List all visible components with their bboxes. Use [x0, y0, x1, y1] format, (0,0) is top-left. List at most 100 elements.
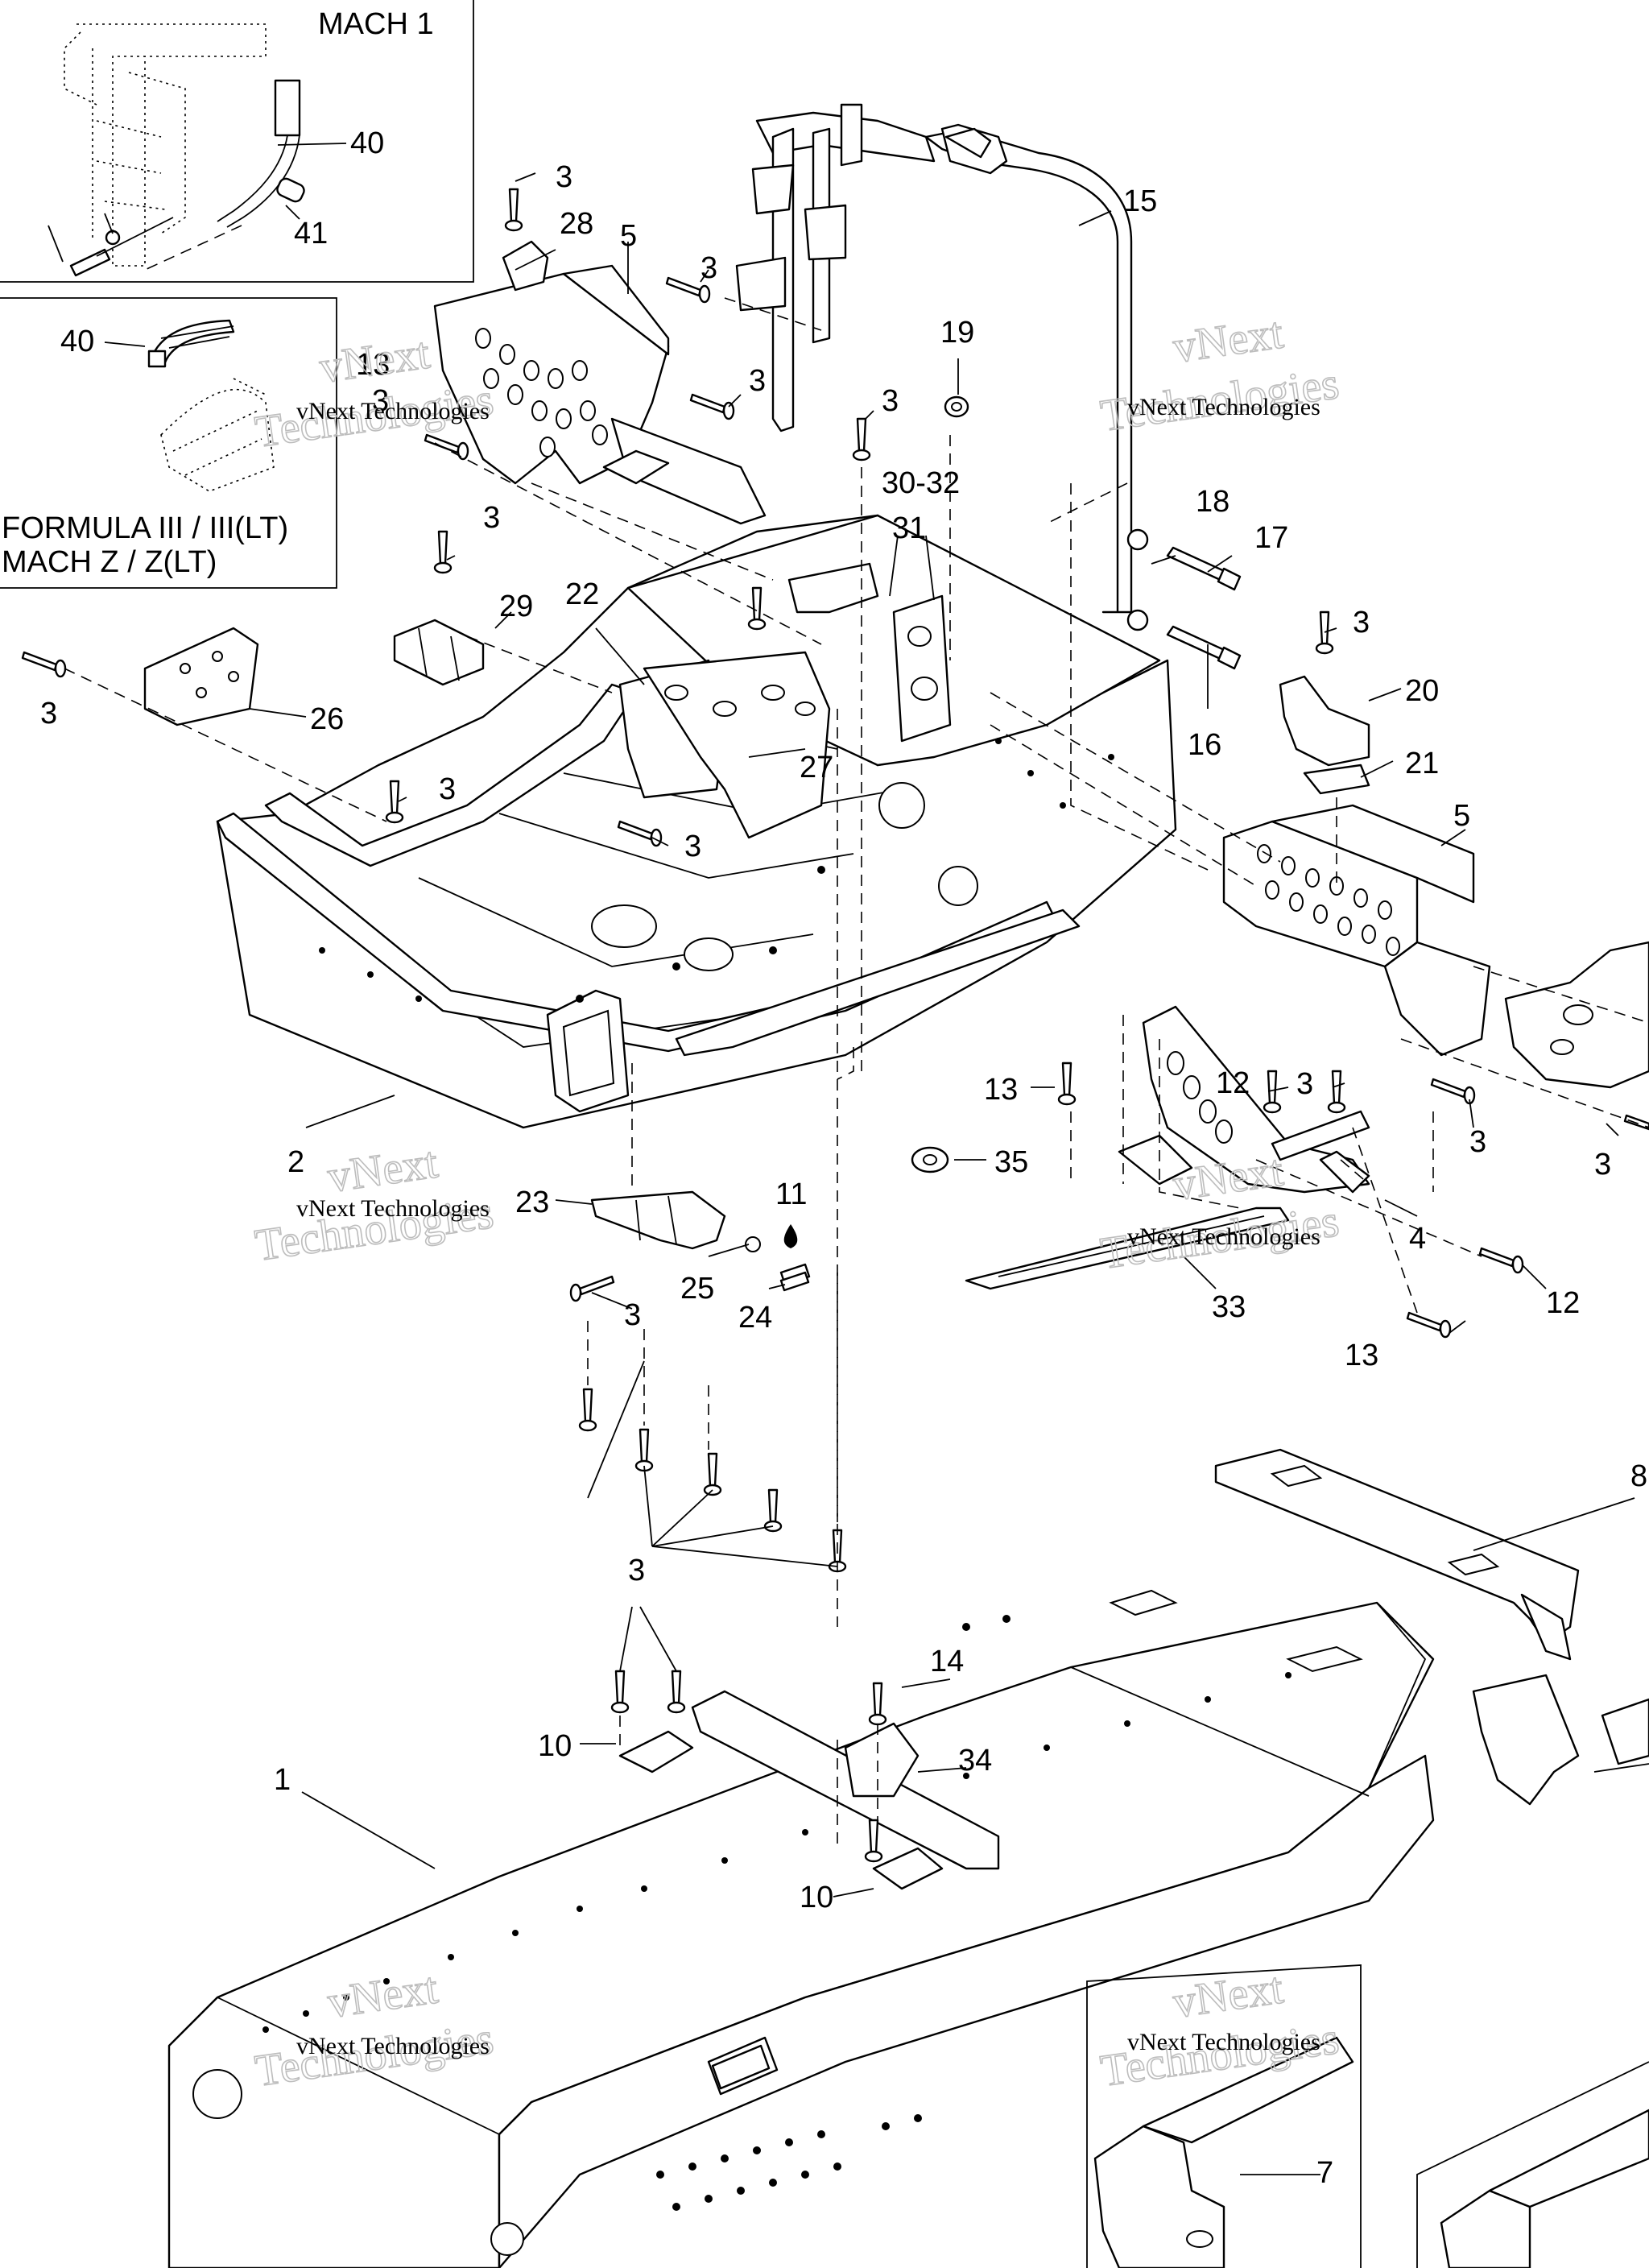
inset-mach1-callouts: 40 41 — [294, 126, 384, 250]
rivet — [504, 188, 523, 232]
rivet — [578, 1388, 597, 1432]
leader-lines — [249, 172, 1649, 2175]
callout-27: 27 — [800, 751, 833, 784]
callout-4: 4 — [1409, 1222, 1426, 1256]
part-5-footrest-right — [1222, 675, 1649, 1089]
part-23-hinge — [590, 1190, 811, 1286]
inset-formula-caption-line1: FORMULA III / III(LT) — [2, 511, 288, 545]
assembly-lines — [64, 297, 1649, 1844]
part-19-grommet — [944, 395, 969, 418]
footrest-left-holes — [475, 328, 608, 457]
callout-3: 3 — [40, 697, 57, 730]
rivet — [1263, 1070, 1282, 1114]
part-7-inset — [1086, 1674, 1649, 2268]
callout-1: 1 — [274, 1763, 291, 1797]
part-2-front-frame — [216, 514, 1177, 1129]
callout-31: 31 — [892, 511, 926, 545]
callout-38-a: 40 — [350, 126, 384, 160]
callout-28: 28 — [560, 207, 593, 241]
callout-29: 29 — [499, 590, 533, 623]
rivets — [21, 188, 1649, 1863]
part-5-footrest-left — [433, 240, 767, 525]
callout-13: 13 — [984, 1073, 1018, 1107]
callout-3: 3 — [882, 384, 899, 418]
callout-20: 20 — [1405, 674, 1439, 708]
rivet — [634, 1428, 654, 1472]
callout-12: 12 — [1546, 1286, 1580, 1320]
watermark-top-right: vNext Technologies vNext Technologies — [1097, 308, 1342, 442]
part-4-steering-arm — [1118, 1005, 1370, 1194]
inset-formula-caption-line2: MACH Z / Z(LT) — [2, 545, 217, 579]
rivet-horizontal — [424, 433, 469, 461]
callout-21: 21 — [1405, 747, 1439, 780]
svg-text:vNext Technologies: vNext Technologies — [1127, 2029, 1320, 2055]
rivet — [610, 1670, 630, 1714]
part-29-clip — [393, 619, 485, 686]
inset-formula: FORMULA III / III(LT) MACH Z / Z(LT) 40 — [0, 297, 337, 589]
svg-text:vNext: vNext — [1170, 308, 1287, 373]
rivet — [1057, 1062, 1077, 1106]
callout-labels: 1 2 3 3 3 3 3 3 3 3 3 3 3 3 3 3 3 4 5 5 … — [40, 160, 1647, 2190]
callout-13: 13 — [356, 348, 390, 382]
callout-3: 3 — [1296, 1067, 1313, 1101]
callout-3: 3 — [556, 160, 572, 194]
bolts-16-17-18 — [1126, 528, 1242, 670]
part-10-bracket-a — [618, 1730, 694, 1773]
callout-23: 23 — [515, 1186, 549, 1219]
rivet — [1327, 1070, 1346, 1114]
callout-39: 41 — [294, 217, 328, 250]
part-34-bracket — [691, 1690, 1000, 1870]
part-8-plate — [1214, 1448, 1580, 1661]
callout-3: 3 — [1353, 606, 1370, 639]
callout-3: 3 — [684, 830, 701, 863]
rivet-horizontal — [21, 651, 67, 678]
rivet-horizontal — [665, 276, 711, 304]
rivet — [667, 1670, 686, 1714]
tunnel-rivet-holes — [262, 1615, 1292, 2211]
rivet — [852, 417, 871, 461]
callout-22: 22 — [565, 577, 599, 611]
callout-35: 35 — [994, 1145, 1028, 1179]
svg-text:vNext: vNext — [1170, 1963, 1287, 2028]
footrest-right-holes — [1257, 844, 1400, 956]
callout-8: 8 — [1630, 1459, 1647, 1493]
rivet-horizontal — [1623, 1114, 1649, 1131]
inset-mach1: MACH 1 — [0, 0, 474, 283]
callout-3: 3 — [439, 772, 456, 806]
part-15-steering-support — [735, 103, 1133, 614]
callout-3: 3 — [1594, 1148, 1611, 1182]
rivet — [864, 1819, 883, 1863]
callout-11: 11 — [775, 1177, 807, 1211]
part-33-stay — [965, 1206, 1290, 1290]
callout-5: 5 — [1453, 799, 1470, 833]
callout-33: 33 — [1212, 1290, 1246, 1324]
rivet-horizontal — [569, 1275, 615, 1302]
rivet-horizontal — [689, 393, 735, 420]
svg-text:vNext Technologies: vNext Technologies — [296, 2033, 490, 2059]
callout-10: 10 — [800, 1881, 833, 1914]
rivet-horizontal — [1430, 1078, 1476, 1105]
callout-3: 3 — [624, 1298, 641, 1332]
callout-12: 12 — [1216, 1066, 1250, 1100]
svg-text:vNext Technologies: vNext Technologies — [1127, 1223, 1320, 1250]
rivet-horizontal — [617, 820, 663, 847]
rivet-horizontal — [1478, 1247, 1524, 1274]
rivet-horizontal — [1406, 1311, 1452, 1339]
svg-text:vNext: vNext — [1170, 1145, 1287, 1211]
svg-text:vNext: vNext — [316, 328, 433, 393]
rivet — [763, 1488, 783, 1533]
callout-13: 13 — [1345, 1339, 1378, 1372]
callout-3: 3 — [1469, 1125, 1486, 1159]
svg-text:vNext Technologies: vNext Technologies — [1127, 394, 1320, 420]
callout-30-32: 30-32 — [882, 466, 960, 500]
callout-3: 3 — [483, 501, 500, 535]
part-10-bracket-b — [872, 1847, 944, 1890]
callout-3: 3 — [701, 251, 717, 285]
callout-15: 15 — [1123, 184, 1157, 218]
part-26-plate — [143, 627, 259, 726]
part-35-grommet — [911, 1146, 949, 1173]
svg-text:vNext Technologies: vNext Technologies — [296, 398, 490, 424]
callout-3: 3 — [372, 384, 389, 418]
rivet — [703, 1452, 722, 1496]
callout-18: 18 — [1196, 485, 1230, 519]
